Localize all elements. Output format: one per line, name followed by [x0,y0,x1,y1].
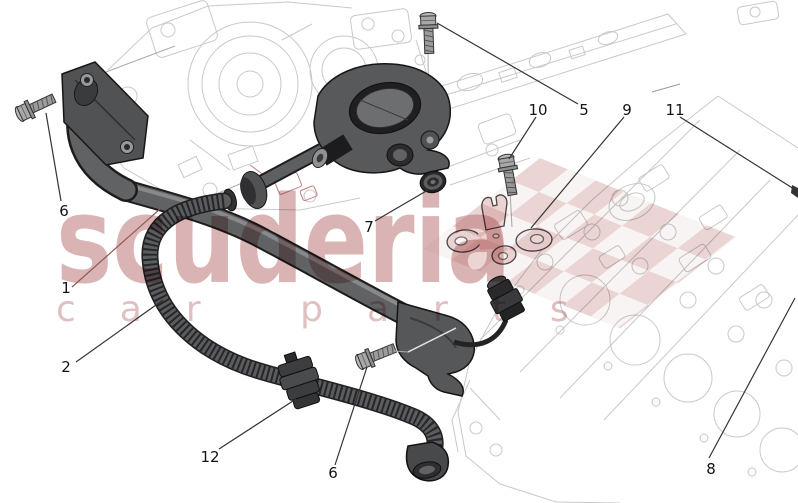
callout-10: 10 [528,101,548,119]
leader-line-6a [45,112,62,202]
part-flange-elbow [61,61,149,202]
leader-line-2 [75,299,164,363]
part-main-pipe [117,180,431,333]
leader-line-8 [708,297,796,459]
bolt-5 [417,11,440,55]
callout-12: 12 [200,448,220,466]
part-sensor [453,275,525,348]
callout-9: 9 [622,101,632,119]
callout-2: 2 [61,358,71,376]
leader-line-5 [436,22,579,105]
bolt-6-bottom [352,338,399,373]
bolt-6-top [12,89,59,125]
part-corrugated-hose [141,188,450,482]
callout-1: 1 [61,279,71,297]
callout-11: 11 [665,101,685,119]
watermark-tagline: car parts [56,289,613,330]
callout-6-top: 6 [59,202,69,220]
part-clamp [277,351,321,410]
leader-line-1 [71,208,161,288]
callout-7: 7 [364,218,374,236]
leader-line-11 [679,116,795,190]
leader-lines [45,22,798,466]
watermark-flag-icon [423,158,737,329]
watermark-brand: scuderia [56,172,511,311]
watermark: scuderia car parts [56,158,737,330]
bolt-6b-axis [393,350,409,353]
leader-line-9 [530,116,625,229]
leader-line-12 [218,398,297,450]
clip-part-edge [791,185,798,198]
part-oil-separator-body [240,63,452,209]
part-grommet [419,170,447,194]
callout-5: 5 [579,101,589,119]
leader-line-10 [508,116,537,160]
leader-line-6b [334,366,368,466]
callout-6-bottom: 6 [328,464,338,482]
leader-line-7 [374,189,429,222]
callout-8: 8 [706,460,716,478]
part-mount-boss [395,301,476,397]
